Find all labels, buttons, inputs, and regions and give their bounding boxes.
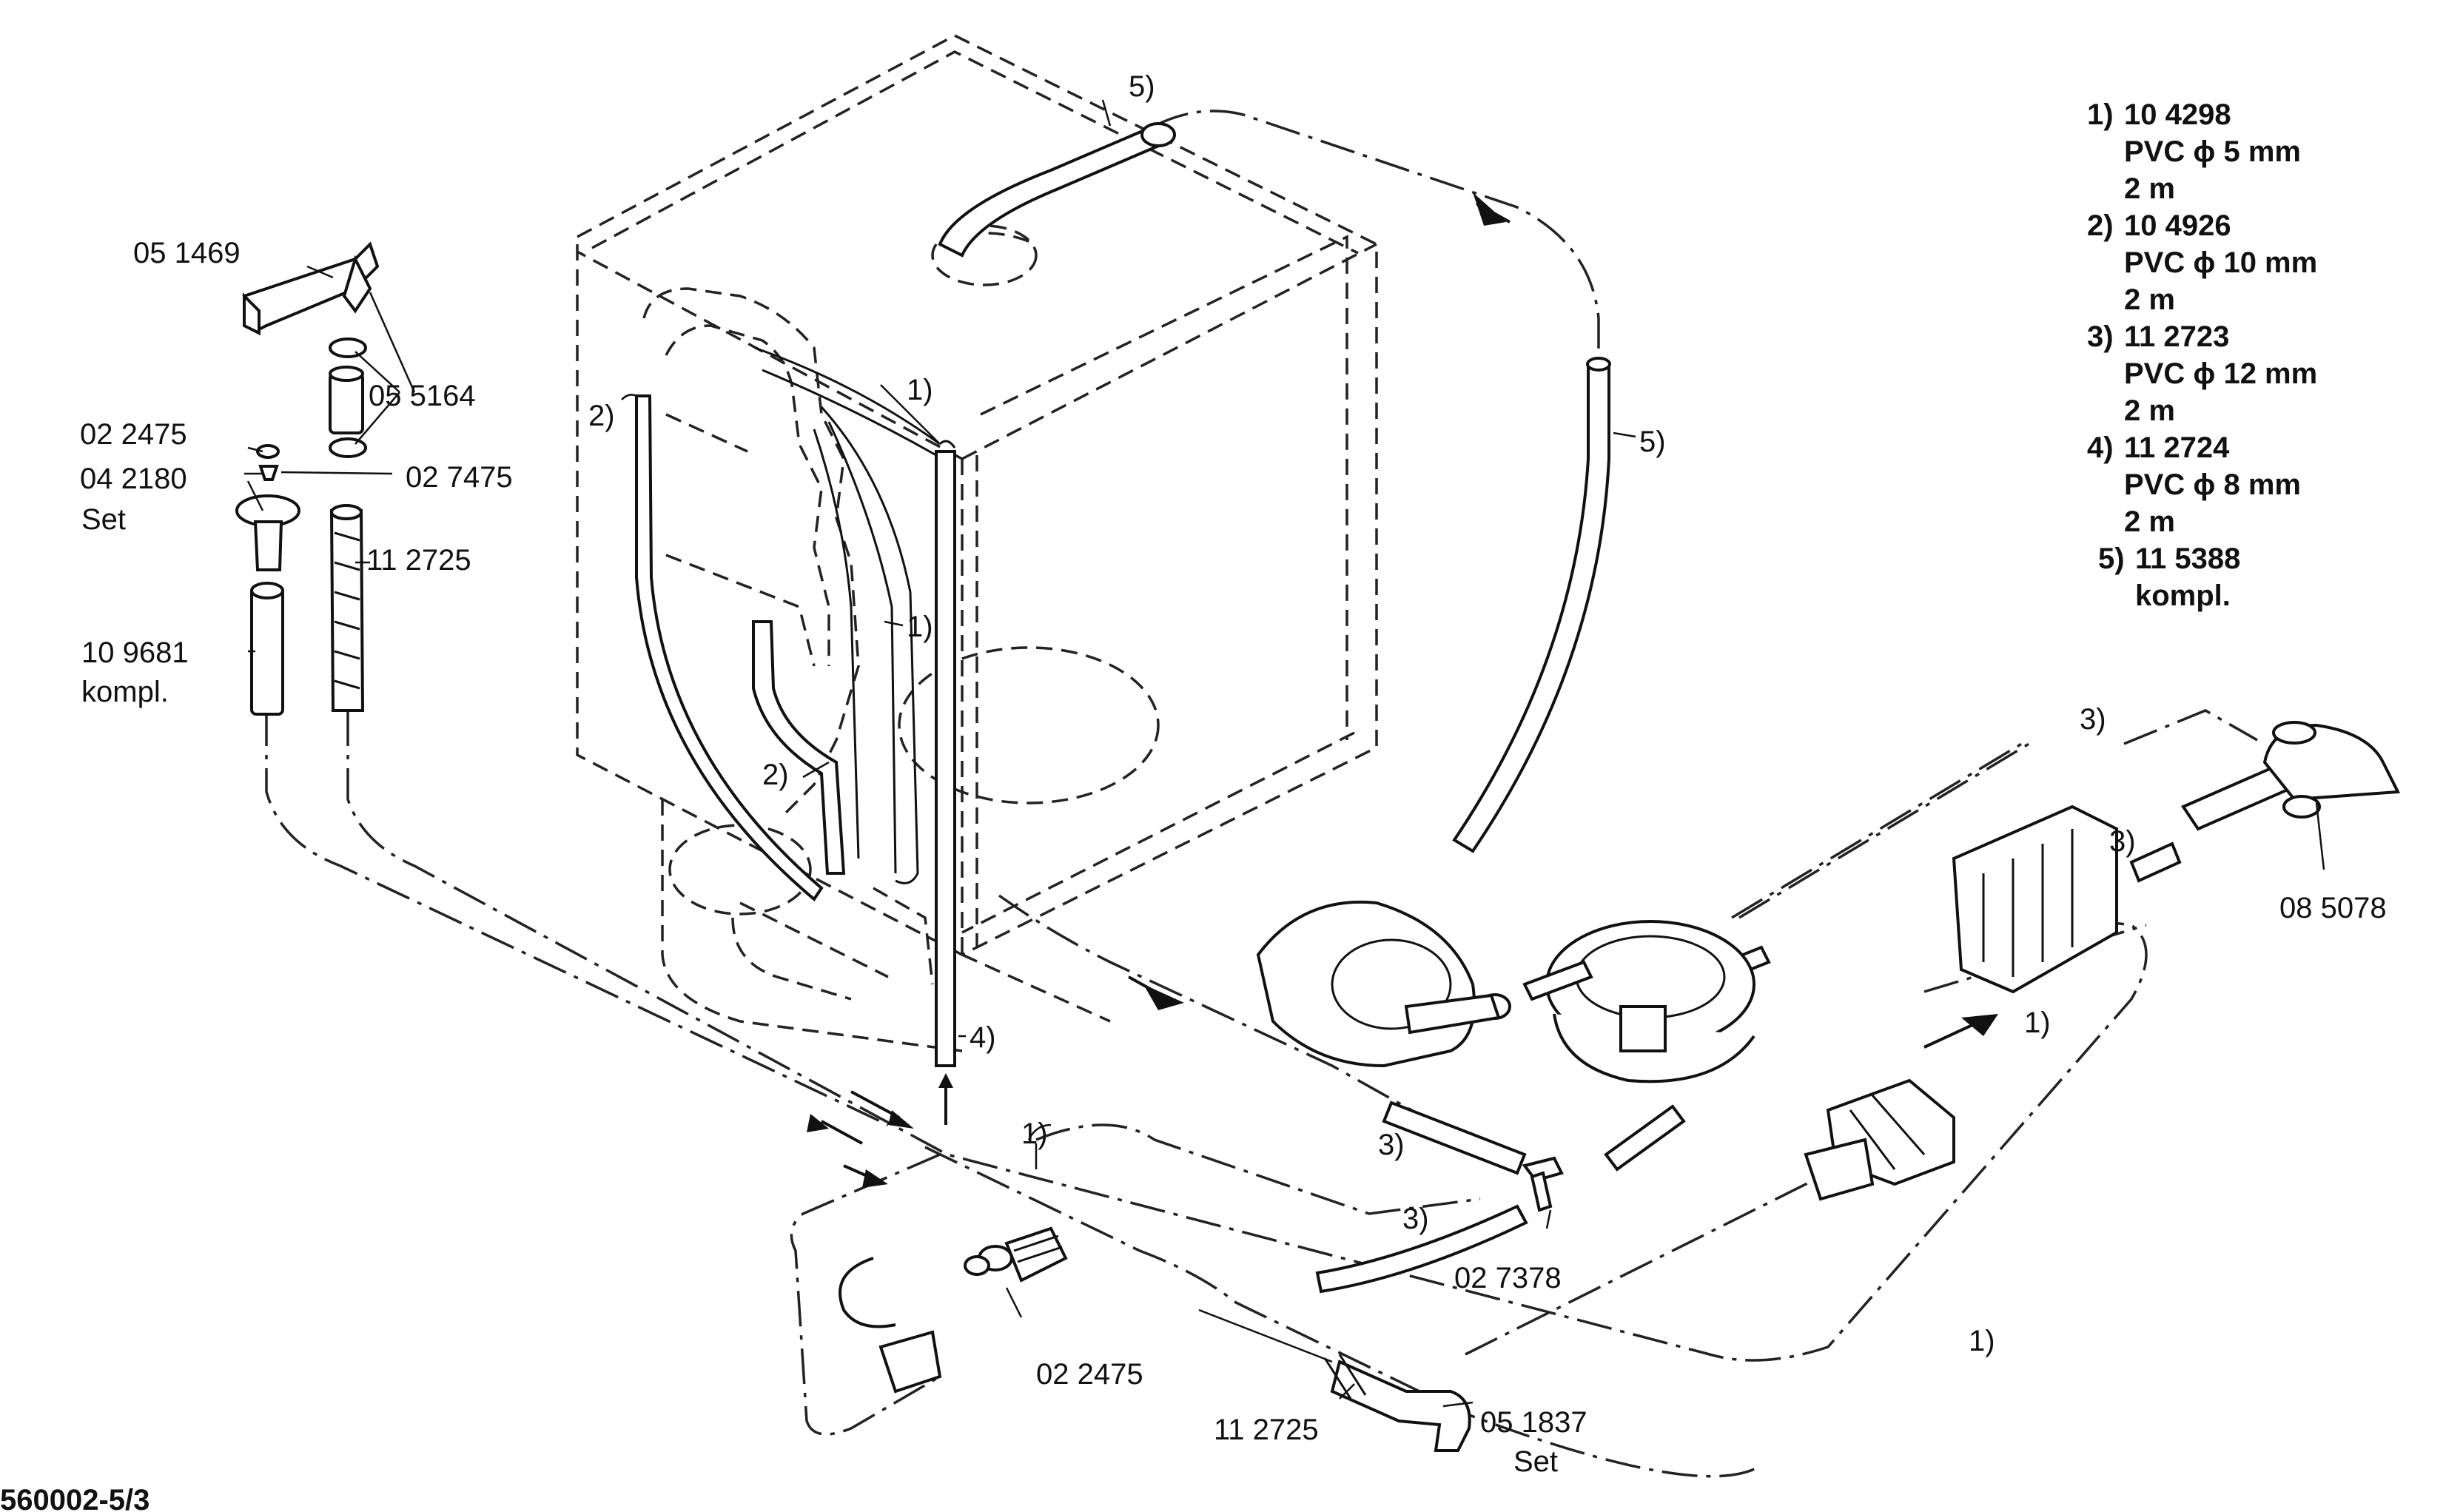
elbow-051837 <box>1198 1308 1471 1452</box>
valve-assembly <box>1804 1078 1955 1201</box>
svg-text:11 5388: 11 5388 <box>2135 542 2240 575</box>
hose-2-left <box>635 394 824 901</box>
svg-text:5): 5) <box>2098 542 2125 575</box>
label-051469: 05 1469 <box>133 237 241 269</box>
label-027378: 02 7378 <box>1454 1262 1562 1294</box>
legend-item-4: 4) 11 2724 PVC ϕ 8 mm 2 m <box>2087 431 2301 538</box>
label-022475-bottom: 02 2475 <box>1036 1358 1143 1391</box>
callout-5-top: 5) <box>1129 70 1155 103</box>
hose-callouts: 5) 5) 1) 2) 1) 2) 4) 1) 3) 3) 3) 3) 1) 1… <box>588 70 2136 1357</box>
svg-text:PVC ϕ 12 mm: PVC ϕ 12 mm <box>2124 357 2317 390</box>
hose-4-vertical <box>935 440 956 1067</box>
callout-4: 4) <box>970 1021 996 1054</box>
callout-3-lower: 3) <box>1378 1129 1405 1161</box>
callout-1-top: 1) <box>907 374 933 406</box>
svg-text:10 4926: 10 4926 <box>2124 209 2231 242</box>
hose-5-vertical <box>1452 357 1611 853</box>
label-055164: 05 5164 <box>369 380 476 412</box>
hose-1-door <box>754 346 941 884</box>
flow-arrows <box>807 192 1998 1188</box>
legend-item-5: 5) 11 5388 kompl. <box>2098 542 2240 612</box>
leader-lines <box>244 99 2325 1408</box>
svg-text:11 2723: 11 2723 <box>2124 320 2229 353</box>
svg-text:2 m: 2 m <box>2124 283 2175 316</box>
svg-text:2 m: 2 m <box>2124 505 2175 538</box>
callout-3-right: 3) <box>2109 825 2136 858</box>
svg-text:1): 1) <box>2087 98 2114 131</box>
cap-set-042180 <box>235 444 300 571</box>
legend-item-2: 2) 10 4926 PVC ϕ 10 mm 2 m <box>2087 209 2317 316</box>
circulation-pump <box>1256 900 1511 1068</box>
svg-text:11 2724: 11 2724 <box>2124 431 2230 464</box>
svg-text:2 m: 2 m <box>2124 394 2175 427</box>
svg-text:2): 2) <box>2087 209 2114 242</box>
hose-5-top <box>938 122 1176 258</box>
drawing-number: 560002-5/3 <box>0 1484 149 1512</box>
legend-item-3: 3) 11 2723 PVC ϕ 12 mm 2 m <box>2087 320 2317 427</box>
tee-027378 <box>1522 1156 1564 1212</box>
drain-connector <box>839 1226 1068 1394</box>
label-022475-left: 02 2475 <box>80 418 187 451</box>
sump-housing <box>1522 920 1755 1083</box>
label-027475: 02 7475 <box>406 461 513 494</box>
hose-2-middle <box>752 620 846 875</box>
svg-text:PVC ϕ 5 mm: PVC ϕ 5 mm <box>2124 135 2301 168</box>
callout-1-right: 1) <box>2024 1007 2051 1039</box>
label-112725-left: 11 2725 <box>366 544 471 577</box>
clamp-hose-055164 <box>329 337 367 458</box>
callout-2-middle: 2) <box>762 759 789 791</box>
cabinet-outline <box>576 34 1378 1052</box>
svg-text:4): 4) <box>2087 431 2114 464</box>
callout-3-bottom: 3) <box>1402 1203 1429 1235</box>
label-109681: 10 9681 <box>81 636 189 669</box>
part-labels: 05 1469 05 5164 02 2475 04 2180 Set 02 7… <box>0 237 2387 1512</box>
svg-text:3): 3) <box>2087 320 2114 353</box>
callout-1-bottom-right: 1) <box>1969 1325 1995 1357</box>
label-042180: 04 2180 <box>80 463 187 495</box>
svg-text:PVC ϕ 10 mm: PVC ϕ 10 mm <box>2124 246 2317 279</box>
bracket-051469 <box>242 241 380 336</box>
legend: 1) 10 4298 PVC ϕ 5 mm 2 m 2) 10 4926 PVC… <box>2087 98 2317 612</box>
callout-2-left: 2) <box>588 400 615 432</box>
label-set-bottom: Set <box>1513 1445 1558 1478</box>
callout-5-right: 5) <box>1639 426 1666 458</box>
callout-1-middle: 1) <box>907 611 933 643</box>
door-detail <box>642 287 934 1001</box>
heater-block <box>1952 804 2118 994</box>
loop-hose-085078 <box>2181 721 2401 831</box>
callout-1-lower: 1) <box>1021 1118 1048 1150</box>
left-loose-tubes <box>250 504 365 716</box>
svg-text:kompl.: kompl. <box>2135 579 2231 612</box>
label-set-left: Set <box>81 503 126 536</box>
legend-item-1: 1) 10 4298 PVC ϕ 5 mm 2 m <box>2087 98 2301 205</box>
svg-text:2 m: 2 m <box>2124 172 2175 205</box>
label-051837: 05 1837 <box>1480 1406 1587 1439</box>
label-kompl-left: kompl. <box>81 676 169 708</box>
svg-text:PVC ϕ 8 mm: PVC ϕ 8 mm <box>2124 468 2301 501</box>
callout-3-upper-right: 3) <box>2080 703 2106 736</box>
svg-text:10 4298: 10 4298 <box>2124 98 2231 131</box>
tube-routes <box>265 110 2258 1478</box>
label-112725-bottom: 11 2725 <box>1214 1414 1319 1446</box>
label-085078: 08 5078 <box>2279 892 2387 924</box>
